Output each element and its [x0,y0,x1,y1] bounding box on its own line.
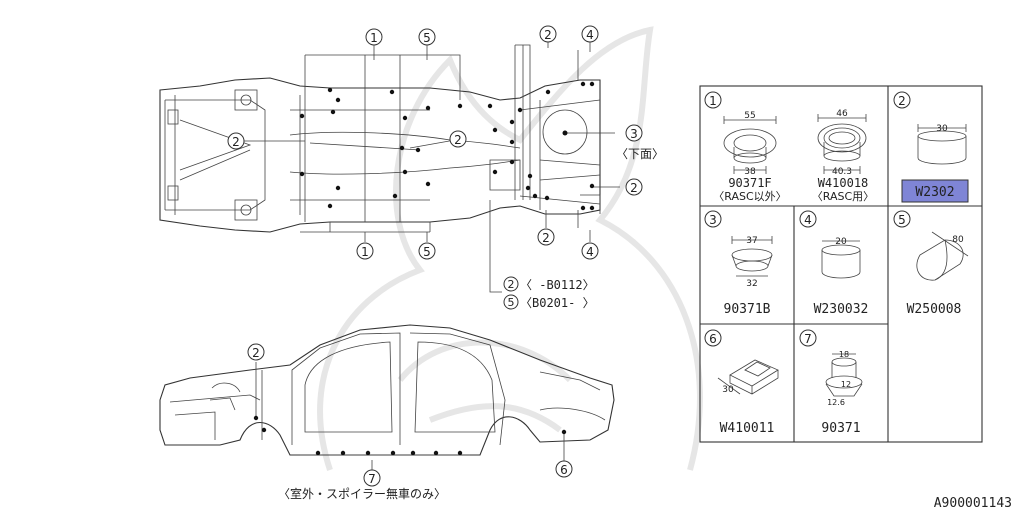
plug-90371-icon [825,353,863,397]
svg-text:W410011: W410011 [720,421,775,436]
callout-side-6: 6 [555,460,573,478]
svg-text:4: 4 [804,213,812,227]
callout-top-4: 4 [581,25,599,43]
callout-top-1: 1 [365,28,383,46]
svg-text:6: 6 [560,463,568,477]
svg-text:〈B0201- 〉: 〈B0201- 〉 [520,296,595,310]
svg-text:〈RASC以外〉: 〈RASC以外〉 [713,190,786,203]
grommet-90371b-icon [731,236,773,277]
callout-top-2: 2 [539,25,557,43]
svg-text:2: 2 [542,231,550,245]
svg-text:〈 -B0112〉: 〈 -B0112〉 [520,278,595,292]
svg-text:2: 2 [630,181,638,195]
plug-w230032-icon [821,240,861,279]
part-cell-1: 1 55 38 90371F 〈RASC以外〉 46 40.3 W410018 … [704,91,874,203]
svg-text:2: 2 [898,94,906,108]
svg-text:32: 32 [746,279,757,289]
grommet-w410018-icon [817,114,867,174]
svg-text:2: 2 [508,278,515,291]
svg-text:3: 3 [630,127,638,141]
callout-left-2: 2 [227,132,245,150]
part-cell-7: 7 18 12 12.6 90371 [799,329,863,436]
svg-text:37: 37 [746,236,757,246]
part-number-highlight [901,179,969,203]
svg-text:5: 5 [423,245,431,259]
svg-text:90371B: 90371B [724,302,771,317]
svg-text:20: 20 [835,237,847,247]
svg-text:2: 2 [232,135,240,149]
svg-text:1: 1 [709,94,717,108]
part-cell-6: 6 30 W410011 [704,329,779,436]
svg-text:12.6: 12.6 [827,398,845,407]
svg-text:7: 7 [368,472,376,486]
grommet-90371f-icon [723,116,777,174]
svg-text:1: 1 [370,31,378,45]
callout-bottom-1: 1 [356,242,374,260]
callout-right-2: 2 [625,178,643,196]
svg-text:38: 38 [744,167,756,177]
callout-right-3: 3 [625,124,643,142]
part-cell-4: 4 20 W230032 [799,210,869,317]
svg-text:W250008: W250008 [907,302,962,317]
svg-text:40.3: 40.3 [832,167,852,177]
svg-text:2: 2 [252,346,260,360]
callout-mid-2: 2 [449,130,467,148]
floor-top-view [159,42,620,293]
svg-text:2: 2 [454,133,462,147]
part-cell-2: 2 30 W2302 [893,91,969,203]
svg-text:W230032: W230032 [814,302,869,317]
svg-text:W2302: W2302 [915,185,954,200]
svg-text:30: 30 [936,124,948,134]
svg-text:5: 5 [423,31,431,45]
svg-text:2: 2 [544,28,552,42]
underside-label: 〈下面〉 [616,147,664,161]
callout-bottom-2: 2 [537,228,555,246]
svg-text:30: 30 [722,385,734,395]
parts-table [699,85,983,443]
svg-text:〈RASC用〉: 〈RASC用〉 [812,190,874,203]
svg-text:7: 7 [804,332,812,346]
svg-text:80: 80 [952,235,964,245]
svg-text:46: 46 [836,109,848,119]
side-view-note: 〈室外・スポイラー無車のみ〉 [278,486,446,501]
clip-w410011-icon [717,359,779,395]
svg-text:55: 55 [744,111,755,121]
svg-text:12: 12 [841,380,851,389]
svg-text:90371F: 90371F [728,176,771,190]
callout-side-7: 7 [363,469,381,487]
svg-text:3: 3 [709,213,717,227]
callout-side-2: 2 [247,343,265,361]
svg-text:6: 6 [709,332,717,346]
part-cell-5: 5 80 W250008 [893,210,969,317]
oval-plug-w250008-icon [916,231,969,281]
svg-text:90371: 90371 [821,421,860,436]
svg-text:W410018: W410018 [818,176,869,190]
callout-top-5: 5 [418,28,436,46]
figure-id: A900001143 [934,496,1012,511]
callout-bottom-4: 4 [581,242,599,260]
plug-w2302-icon [917,124,967,165]
watermark-emblem-icon [317,26,703,471]
svg-text:4: 4 [586,245,594,259]
svg-text:18: 18 [839,350,849,359]
range-note-2: 2 〈 -B0112〉 [503,276,595,292]
svg-text:5: 5 [898,213,906,227]
svg-text:4: 4 [586,28,594,42]
part-cell-3: 3 37 32 90371B [704,210,773,317]
body-side-view [159,324,615,478]
svg-text:5: 5 [508,296,515,309]
callout-bottom-5: 5 [418,242,436,260]
svg-text:1: 1 [361,245,369,259]
range-note-5: 5 〈B0201- 〉 [503,294,595,310]
